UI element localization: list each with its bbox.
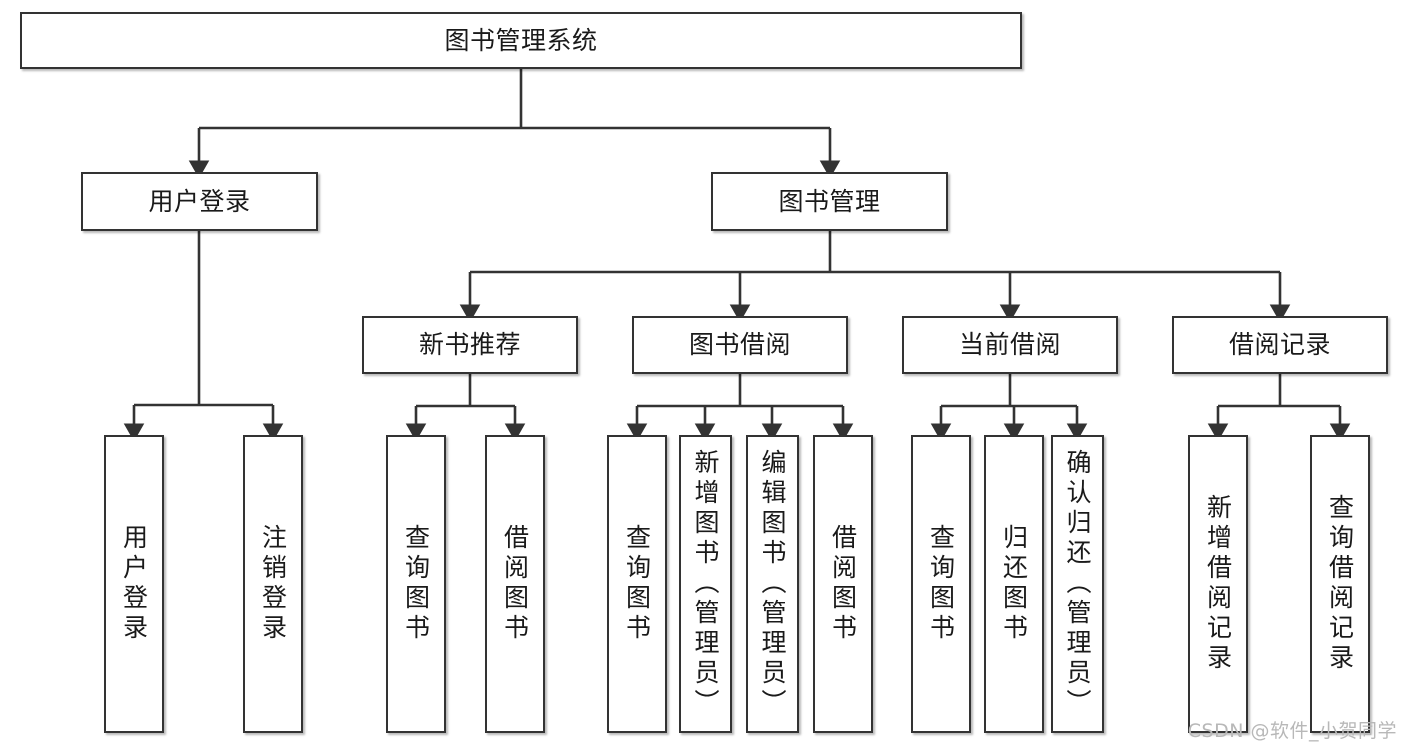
node-label: 用户登录 [119, 524, 149, 644]
node-label: 确认归还（管理员） [1063, 449, 1092, 719]
node-label: 查询借阅记录 [1325, 494, 1355, 674]
node-user-login[interactable]: 用户登录 [81, 172, 318, 231]
node-leaf-user-login[interactable]: 用户登录 [104, 435, 164, 733]
node-label: 归还图书 [999, 524, 1029, 644]
node-leaf-query-book-recommend[interactable]: 查询图书 [386, 435, 446, 733]
node-label: 查询图书 [926, 524, 956, 644]
node-borrow-record[interactable]: 借阅记录 [1172, 316, 1388, 374]
node-label: 借阅图书 [500, 524, 530, 644]
node-leaf-return-book[interactable]: 归还图书 [984, 435, 1044, 733]
node-label: 图书管理 [778, 186, 881, 216]
node-label: 查询图书 [401, 524, 431, 644]
node-leaf-query-book-current[interactable]: 查询图书 [911, 435, 971, 733]
node-book-management-system[interactable]: 图书管理系统 [20, 12, 1022, 69]
node-label: 借阅记录 [1228, 330, 1331, 360]
node-label: 借阅图书 [828, 524, 858, 644]
node-label: 新书推荐 [418, 330, 521, 360]
node-label: 新增借阅记录 [1203, 494, 1233, 674]
node-new-book-recommend[interactable]: 新书推荐 [362, 316, 578, 374]
node-leaf-borrow-book[interactable]: 借阅图书 [813, 435, 873, 733]
node-current-borrow[interactable]: 当前借阅 [902, 316, 1118, 374]
node-leaf-add-book[interactable]: 新增图书（管理员） [679, 435, 732, 733]
node-book-borrow[interactable]: 图书借阅 [632, 316, 848, 374]
node-leaf-confirm-return[interactable]: 确认归还（管理员） [1051, 435, 1104, 733]
node-book-manage[interactable]: 图书管理 [711, 172, 948, 231]
node-leaf-query-borrow-record[interactable]: 查询借阅记录 [1310, 435, 1370, 733]
node-label: 注销登录 [258, 524, 288, 644]
node-label: 编辑图书（管理员） [758, 449, 787, 719]
csdn-watermark: CSDN @软件_小贺同学 [1187, 720, 1397, 742]
node-label: 用户登录 [148, 186, 251, 216]
node-leaf-query-book-borrow[interactable]: 查询图书 [607, 435, 667, 733]
node-leaf-add-borrow-record[interactable]: 新增借阅记录 [1188, 435, 1248, 733]
node-leaf-logout-login[interactable]: 注销登录 [243, 435, 303, 733]
node-label: 图书管理系统 [444, 25, 598, 55]
node-leaf-borrow-book-recommend[interactable]: 借阅图书 [485, 435, 545, 733]
node-label: 当前借阅 [958, 330, 1061, 360]
node-label: 新增图书（管理员） [691, 449, 720, 719]
node-label: 查询图书 [622, 524, 652, 644]
node-leaf-edit-book[interactable]: 编辑图书（管理员） [746, 435, 799, 733]
node-label: 图书借阅 [688, 330, 791, 360]
